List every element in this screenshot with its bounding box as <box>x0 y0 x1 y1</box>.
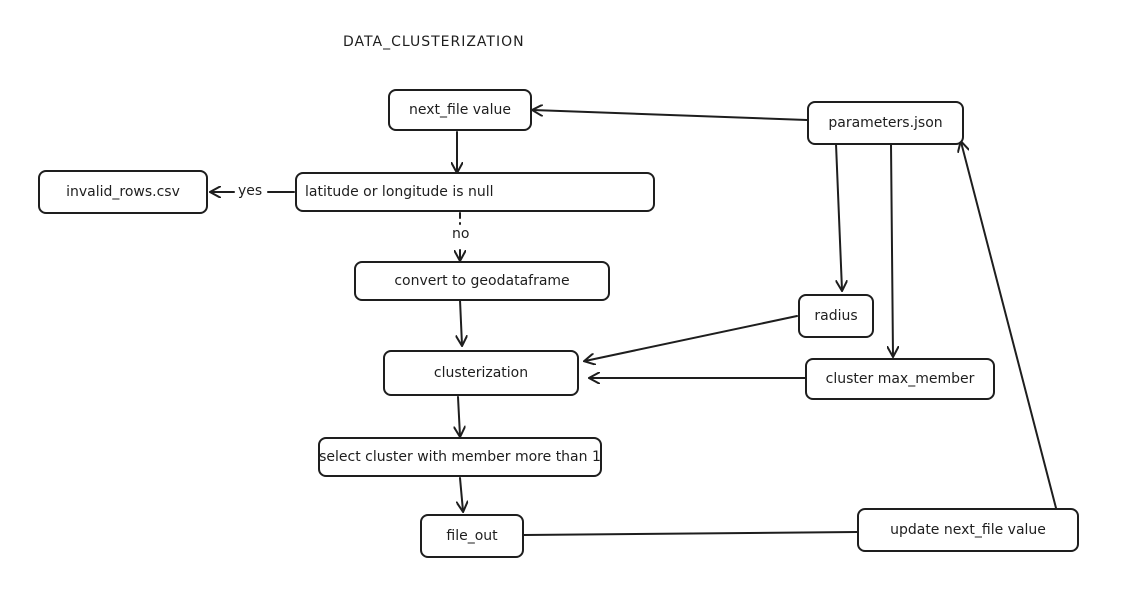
edge-file-out-to-update <box>523 531 858 536</box>
node-select-cluster: select cluster with member more than 1 <box>318 437 602 477</box>
node-lat-lon-null: latitude or longitude is null <box>295 172 655 212</box>
edge-radius-to-clusterization <box>585 315 798 361</box>
node-parameters-json: parameters.json <box>807 101 964 145</box>
edge-clusterization-to-select <box>458 396 460 436</box>
node-convert-geodataframe: convert to geodataframe <box>354 261 610 301</box>
node-radius: radius <box>798 294 874 338</box>
edge-label-no: no <box>450 226 472 242</box>
edge-select-to-file-out <box>460 477 463 511</box>
edge-parameters-to-max-member <box>891 143 893 356</box>
diagram-title: DATA_CLUSTERIZATION <box>343 34 525 50</box>
edge-convert-to-clusterization <box>460 299 462 345</box>
edge-parameters-to-radius <box>835 143 842 290</box>
node-file-out: file_out <box>420 514 524 558</box>
node-clusterization: clusterization <box>383 350 579 396</box>
node-cluster-max-member: cluster max_member <box>805 358 995 400</box>
edge-parameters-to-next-file <box>533 110 808 121</box>
node-next-file-value: next_file value <box>388 89 532 131</box>
edge-label-yes: yes <box>236 183 265 199</box>
edge-update-to-parameters <box>961 142 1057 509</box>
node-invalid-rows-csv: invalid_rows.csv <box>38 170 208 214</box>
node-update-next-file: update next_file value <box>857 508 1079 552</box>
